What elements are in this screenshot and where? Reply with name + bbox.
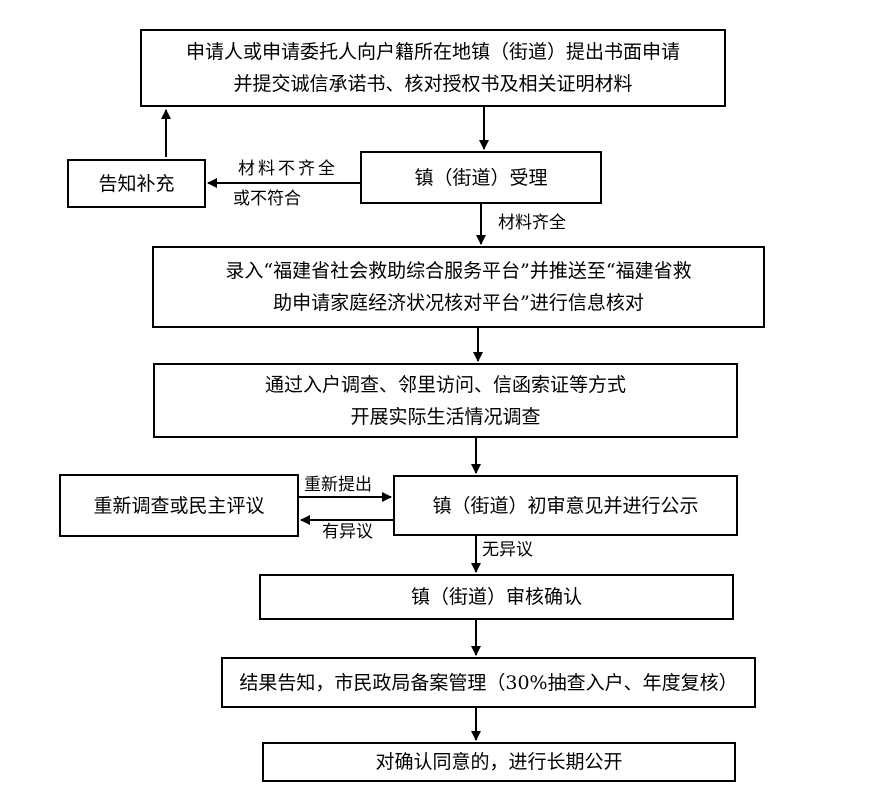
step-result-notice-label: 结果告知，市民政局备案管理（30%抽查入户、年度复核）	[239, 671, 738, 694]
step-confirm-label: 镇（街道）审核确认	[410, 586, 582, 608]
step-apply-line2: 并提交诚信承诺书、核对授权书及相关证明材料	[233, 73, 633, 95]
step-platform-entry-line2: 助申请家庭经济状况核对平台”进行信息核对	[273, 292, 644, 314]
step-platform-entry-line1: 录入“福建省社会救助综合服务平台”并推送至“福建省救	[225, 260, 692, 282]
label-resubmit: 重新提出	[304, 475, 372, 495]
step-accept: 镇（街道）受理	[360, 151, 602, 204]
label-complete: 材料齐全	[498, 213, 566, 233]
step-preliminary-review-label: 镇（街道）初审意见并进行公示	[432, 494, 699, 517]
step-resurvey-label: 重新调查或民主评议	[93, 494, 265, 517]
step-apply-line1: 申请人或申请委托人向户籍所在地镇（街道）提出书面申请	[185, 41, 680, 63]
step-platform-entry: 录入“福建省社会救助综合服务平台”并推送至“福建省救 助申请家庭经济状况核对平台…	[152, 246, 765, 328]
step-apply: 申请人或申请委托人向户籍所在地镇（街道）提出书面申请 并提交诚信承诺书、核对授权…	[140, 29, 726, 107]
step-resurvey: 重新调查或民主评议	[59, 474, 299, 537]
step-survey-line2: 开展实际生活情况调查	[350, 405, 541, 428]
step-survey-line1: 通过入户调查、邻里访问、信函索证等方式	[264, 373, 626, 396]
step-long-term-public-label: 对确认同意的，进行长期公开	[375, 751, 623, 773]
step-long-term-public: 对确认同意的，进行长期公开	[262, 742, 736, 782]
step-survey: 通过入户调查、邻里访问、信函索证等方式 开展实际生活情况调查	[153, 363, 738, 438]
step-notify-supplement-label: 告知补充	[98, 172, 175, 195]
step-result-notice: 结果告知，市民政局备案管理（30%抽查入户、年度复核）	[221, 657, 756, 708]
step-notify-supplement: 告知补充	[67, 159, 206, 208]
step-preliminary-review: 镇（街道）初审意见并进行公示	[393, 475, 738, 536]
step-confirm: 镇（街道）审核确认	[259, 574, 734, 620]
label-incomplete-line1: 材料不齐全	[238, 159, 338, 179]
label-objection: 有异议	[322, 522, 373, 542]
step-accept-label: 镇（街道）受理	[414, 166, 548, 189]
label-incomplete-line2: 或不符合	[233, 189, 301, 209]
label-no-objection: 无异议	[482, 540, 533, 560]
